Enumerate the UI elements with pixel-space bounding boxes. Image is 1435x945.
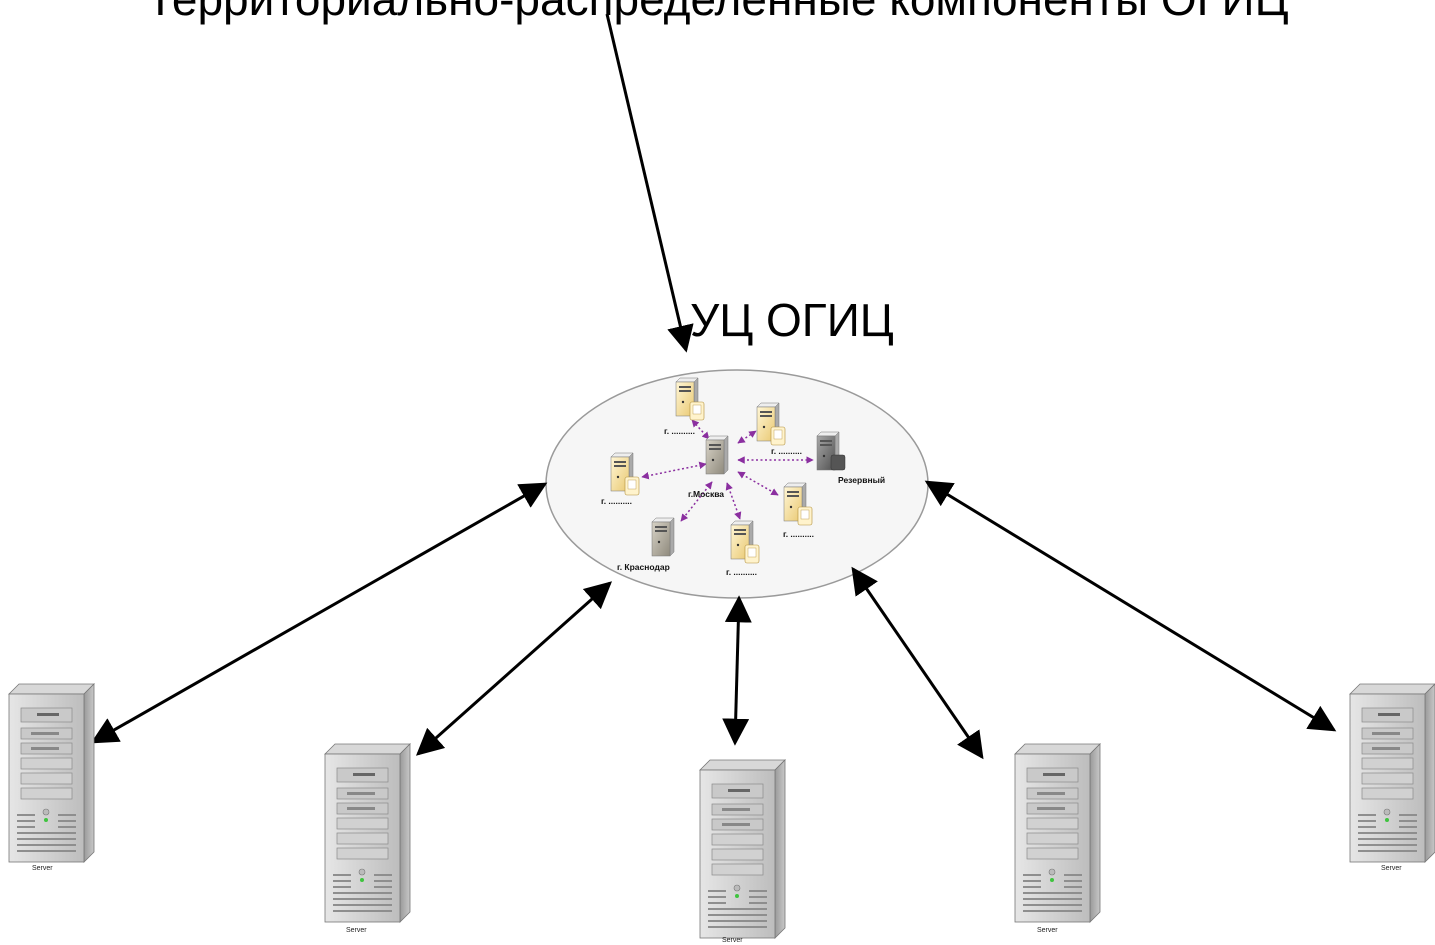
server-caption: Server (722, 937, 743, 944)
server-tower-icon (324, 743, 411, 923)
arrow-server-2 (415, 581, 613, 756)
server-tower-icon (699, 759, 786, 939)
node-left-label: г. .......... (601, 496, 632, 506)
node-right: г. .......... (783, 482, 814, 539)
arrow-server-3 (722, 595, 752, 746)
title-pointer-arrow (605, 13, 694, 353)
node-top-right-label: г. .......... (771, 446, 802, 456)
node-left: г. .......... (601, 452, 640, 506)
ca-label: УЦ ОГИЦ (690, 294, 894, 346)
server-caption: Server (1381, 865, 1402, 872)
server-3: Server (699, 759, 786, 944)
arrow-server-4 (851, 566, 984, 760)
node-krasnodar: г. Краснодар (617, 517, 675, 572)
arrow-server-5 (924, 480, 1337, 732)
server-1: Server (8, 683, 95, 872)
node-top-right: г. .......... (756, 402, 802, 456)
server-4: Server (1014, 743, 1101, 934)
node-reserve-label: Резервный (838, 475, 885, 485)
node-bottom-label: г. .......... (726, 567, 757, 577)
diagram-title: Территориально-распределенные компоненты… (0, 0, 1435, 24)
node-right-label: г. .......... (783, 529, 814, 539)
server-tower-icon (8, 683, 95, 863)
arrow-server-1 (90, 482, 548, 744)
node-krasnodar-label: г. Краснодар (617, 562, 670, 572)
server-tower-icon (1349, 683, 1435, 863)
moscow-node: г.Москва (688, 435, 729, 499)
server-caption: Server (32, 865, 53, 872)
server-2: Server (324, 743, 411, 934)
server-arrows (90, 480, 1337, 760)
server-dark-icon (651, 517, 675, 557)
moscow-label: г.Москва (688, 489, 724, 499)
node-reserve: Резервный (816, 431, 885, 485)
node-top: г. .......... (664, 377, 705, 436)
node-bottom: г. .......... (726, 520, 760, 577)
server-tower-icon (1014, 743, 1101, 923)
server-caption: Server (1037, 927, 1058, 934)
server-caption: Server (346, 927, 367, 934)
server-dark-icon (705, 435, 729, 475)
cluster-links (641, 419, 814, 522)
server-5: Server (1349, 683, 1435, 872)
node-top-label: г. .......... (664, 426, 695, 436)
